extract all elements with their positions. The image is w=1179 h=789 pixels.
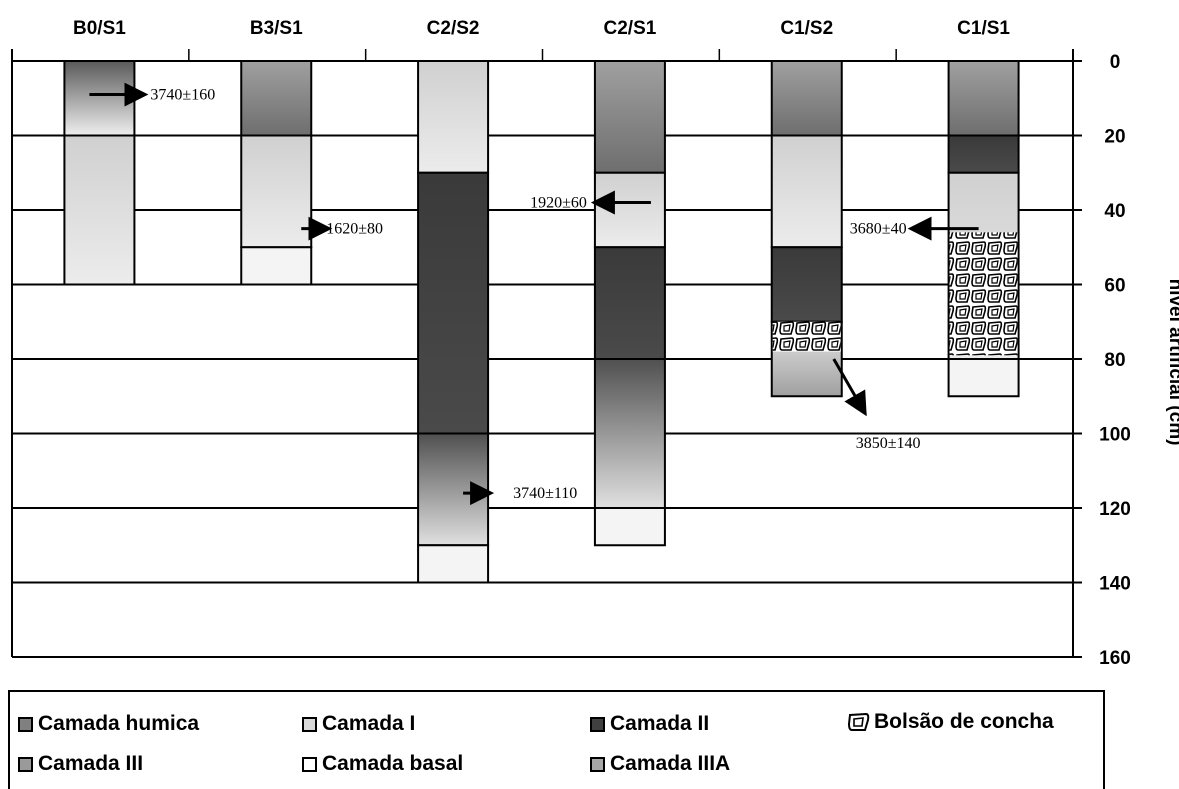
date-label: 3680±40 xyxy=(850,221,907,238)
legend-item-camada-ii: Camada II xyxy=(590,712,709,736)
column-label: C2/S1 xyxy=(604,18,657,39)
layer-bar xyxy=(593,358,666,509)
column-c1-s2 xyxy=(770,60,843,398)
legend-label: Camada I xyxy=(322,712,416,735)
layer-bar xyxy=(770,60,843,137)
column-label: B0/S1 xyxy=(73,18,126,39)
date-annotations: 3740±160 1620±80 3740±110 1920±60 3850±140 36… xyxy=(89,82,979,506)
layer-bar xyxy=(63,60,136,137)
gridlines xyxy=(12,60,1073,658)
y-tick-label: 40 xyxy=(1104,201,1125,222)
legend-item-bolsao-de-concha: Bolsão de concha xyxy=(848,710,1054,734)
layer-bar xyxy=(240,60,313,137)
layer-bar xyxy=(947,358,1020,398)
layer-bar xyxy=(593,171,666,249)
date-label: 1920±60 xyxy=(530,195,587,212)
layer-bar xyxy=(63,134,136,286)
column-label: C1/S1 xyxy=(957,18,1010,39)
layer-bar xyxy=(593,60,666,174)
stratigraphy-chart: B0/S1 B3/S1 C2/S2 C2/S1 C1/S2 C1/S1 0 20 40 60 80… xyxy=(11,18,1179,669)
column-c2-s2 xyxy=(417,60,490,584)
date-label: 3740±110 xyxy=(513,485,577,502)
legend-swatch xyxy=(18,756,33,772)
column-labels: B0/S1 B3/S1 C2/S2 C2/S1 C1/S2 C1/S1 xyxy=(73,18,1010,39)
y-axis: 0 20 40 60 80 100 120 140 160 xyxy=(1073,52,1131,669)
columns xyxy=(63,60,1020,584)
legend-swatch xyxy=(18,716,33,732)
shell-pocket xyxy=(772,321,841,352)
date-label: 3850±140 xyxy=(856,435,921,452)
layer-bar xyxy=(593,246,666,360)
legend-item-camada-iii: Camada III xyxy=(18,752,143,776)
y-tick-label: 80 xyxy=(1104,350,1125,371)
legend-label: Camada IIIA xyxy=(610,752,731,775)
legend-item-camada-humica: Camada humica xyxy=(18,712,199,736)
layer-bar xyxy=(417,544,490,584)
y-tick-label: 160 xyxy=(1099,648,1131,669)
legend-label: Bolsão de concha xyxy=(874,710,1054,733)
layer-bar xyxy=(593,507,666,547)
legend-swatch xyxy=(590,716,605,732)
y-tick-label: 100 xyxy=(1099,425,1131,446)
column-label: B3/S1 xyxy=(250,18,303,39)
y-tick-label: 20 xyxy=(1104,127,1125,148)
column-b3-s1 xyxy=(240,60,313,286)
layer-bar xyxy=(417,60,490,174)
legend-swatch xyxy=(590,756,605,772)
legend-item-camada-i: Camada I xyxy=(302,712,415,736)
date-arrow xyxy=(832,358,867,417)
y-tick-label: 120 xyxy=(1099,499,1131,520)
y-tick-label: 140 xyxy=(1099,574,1131,595)
y-axis-title: nível artificial (cm) xyxy=(1165,279,1179,446)
plot-frame xyxy=(11,49,1074,658)
layer-bar xyxy=(947,60,1020,137)
shell-pocket xyxy=(949,232,1018,356)
date-label: 1620±80 xyxy=(326,221,383,238)
legend-label: Camada II xyxy=(610,712,710,735)
layer-bar xyxy=(770,246,843,323)
legend-swatch xyxy=(302,756,317,772)
column-c2-s1 xyxy=(593,60,666,547)
legend-label: Camada humica xyxy=(38,712,200,735)
legend-item-camada-basal: Camada basal xyxy=(302,752,463,776)
date-label: 3740±160 xyxy=(150,87,215,104)
layer-bar xyxy=(947,134,1020,174)
layer-bar xyxy=(240,246,313,286)
layer-bar xyxy=(770,134,843,249)
layer-bar xyxy=(240,134,313,249)
legend-item-camada-iiia: Camada IIIA xyxy=(590,752,730,776)
legend-label: Camada III xyxy=(38,752,144,775)
y-tick-label: 60 xyxy=(1104,276,1125,297)
shell-icon xyxy=(848,712,870,731)
y-tick-label: 0 xyxy=(1110,52,1121,73)
legend-label: Camada basal xyxy=(322,752,464,775)
column-label: C1/S2 xyxy=(780,18,833,39)
legend: Camada humica Camada I Camada II Bolsão … xyxy=(8,690,1105,789)
column-c1-s1 xyxy=(947,60,1020,398)
layer-bar xyxy=(417,171,490,435)
legend-swatch xyxy=(302,716,317,732)
layer-bar xyxy=(417,432,490,547)
column-label: C2/S2 xyxy=(427,18,480,39)
